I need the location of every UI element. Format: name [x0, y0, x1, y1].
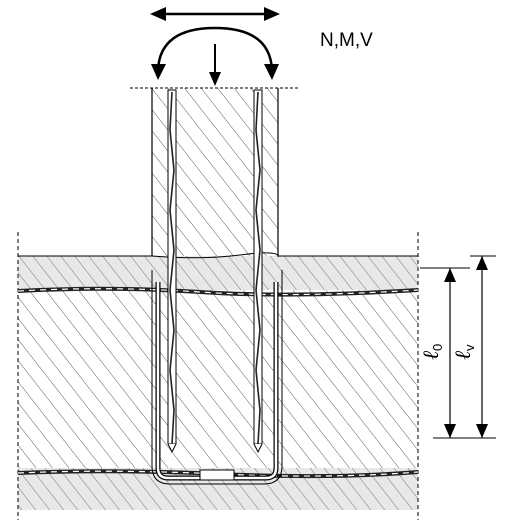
svg-text:0: 0	[430, 344, 445, 351]
l0-label: ℓ 0	[418, 344, 445, 360]
loads-label: N,M,V	[320, 30, 373, 51]
slab-rebar-top	[17, 286, 419, 297]
dimension-lv	[470, 255, 496, 439]
load-arrows	[150, 7, 280, 86]
dimension-l0	[420, 267, 470, 439]
svg-text:v: v	[462, 344, 477, 351]
lv-label: ℓ v	[450, 344, 477, 360]
svg-text:ℓ: ℓ	[450, 350, 475, 360]
column-bar-right	[253, 89, 263, 454]
svg-text:ℓ: ℓ	[418, 350, 443, 360]
u-bar-stirrup	[151, 270, 283, 485]
column-bar-left	[167, 89, 177, 454]
moment-arrow	[156, 26, 274, 71]
